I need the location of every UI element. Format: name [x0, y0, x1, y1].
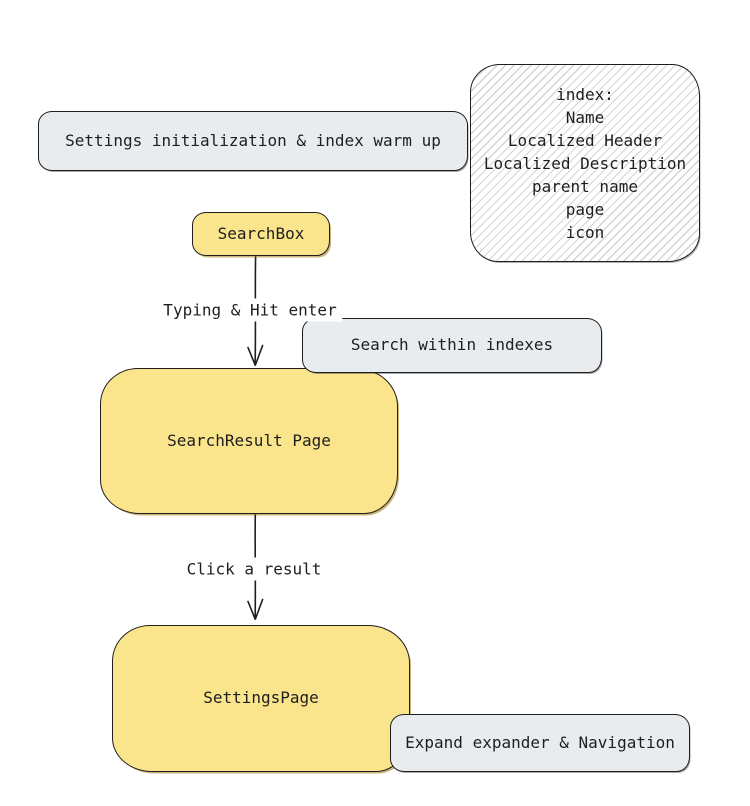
node-search-within-indexes: Search within indexes — [302, 318, 602, 373]
index-field-line: page — [565, 199, 605, 219]
edge-label-click-a-result: Click a result — [180, 557, 328, 581]
node-label: Expand expander & Navigation — [405, 732, 675, 752]
node-label: SearchResult Page — [167, 430, 331, 450]
node-search-box: SearchBox — [192, 212, 330, 256]
index-fields-list: index: Name Localized Header Localized D… — [484, 83, 686, 244]
index-field-line: icon — [565, 222, 605, 242]
node-index-fields: index: Name Localized Header Localized D… — [470, 64, 700, 262]
node-label: Settings initialization & index warm up — [65, 130, 441, 150]
node-search-result-page: SearchResult Page — [100, 368, 398, 514]
node-expand-navigation: Expand expander & Navigation — [390, 714, 690, 772]
node-label: SearchBox — [217, 223, 305, 243]
node-label: SettingsPage — [203, 688, 319, 708]
index-field-line: Localized Header — [507, 130, 663, 150]
index-field-line: Name — [565, 107, 605, 127]
index-field-line: index: — [556, 84, 614, 104]
node-settings-initialization: Settings initialization & index warm up — [38, 111, 468, 171]
index-field-line: parent name — [532, 176, 638, 196]
node-settings-page: SettingsPage — [112, 625, 410, 772]
index-field-line: Localized Description — [483, 153, 687, 173]
node-label: Search within indexes — [350, 335, 554, 355]
edge-label-typing-hit-enter: Typing & Hit enter — [157, 298, 343, 322]
